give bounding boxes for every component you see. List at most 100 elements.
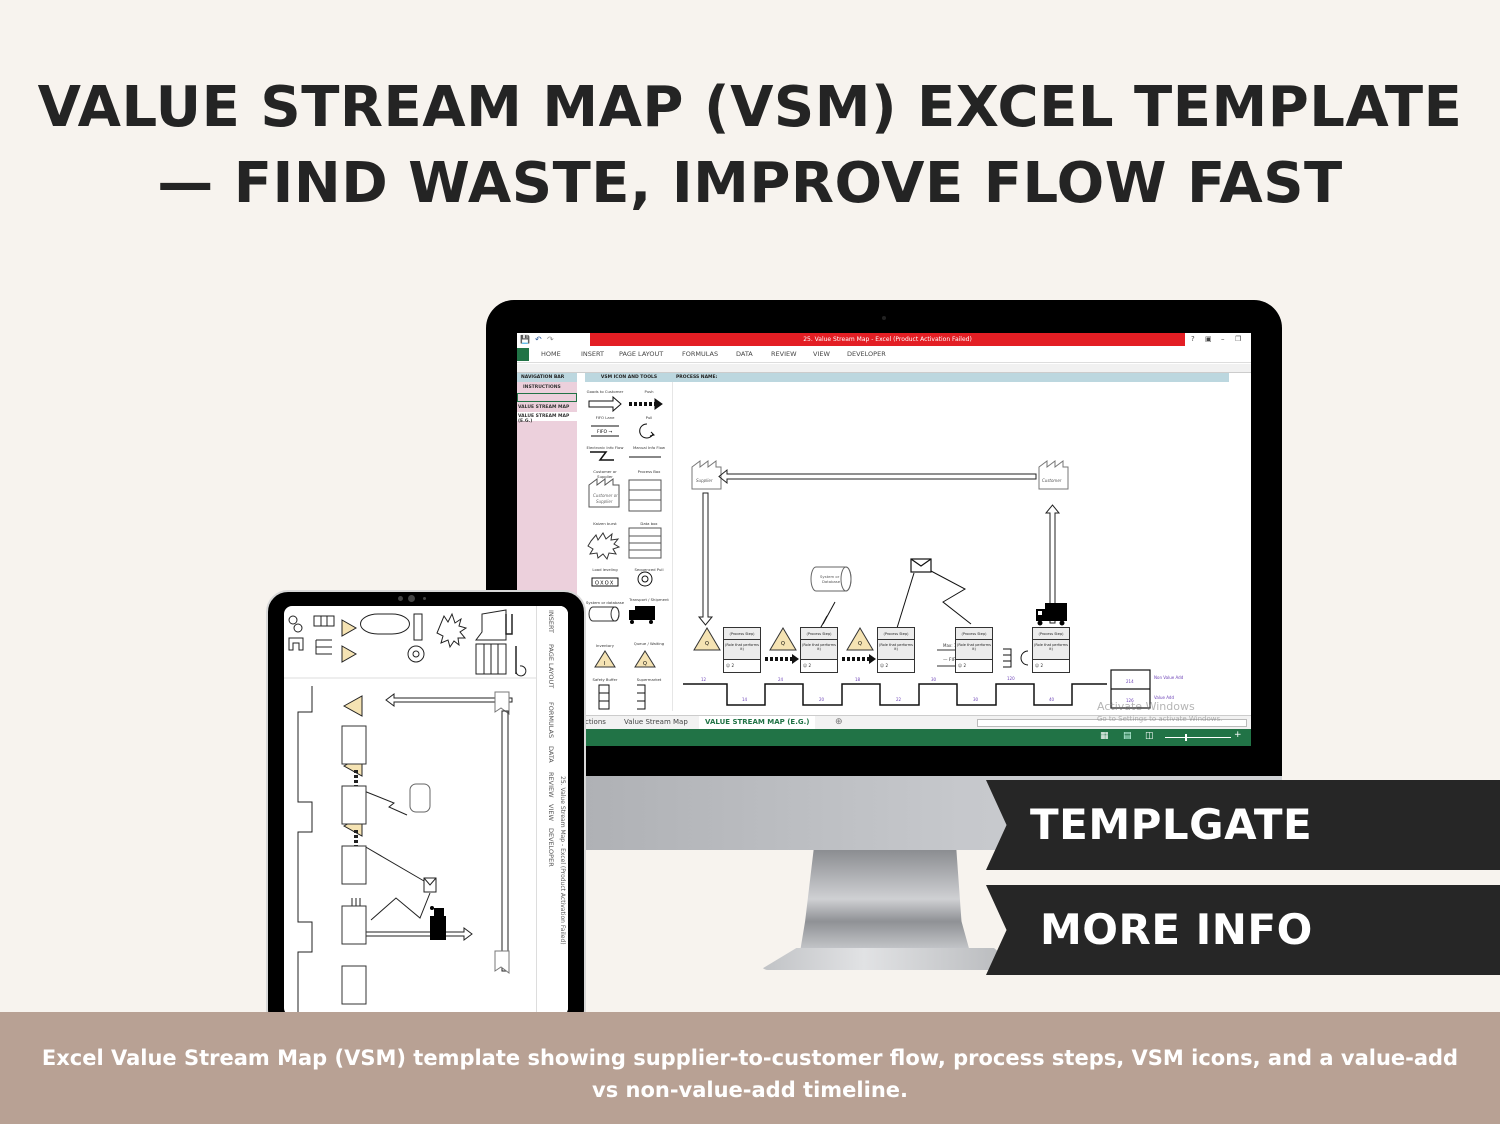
zoom-slider[interactable]	[1165, 737, 1231, 738]
tablet-tab-formulas[interactable]: FORMULAS	[547, 702, 555, 739]
add-sheet-icon[interactable]: ⊕	[835, 717, 843, 727]
tool-label: Safety Buffer	[592, 677, 618, 682]
tool-label: Goods to Customer	[586, 389, 624, 394]
tab-data[interactable]: DATA	[736, 350, 753, 358]
window-title: 25. Value Stream Map - Excel (Product Ac…	[590, 333, 1185, 346]
tool-label: Transport / Shipment	[629, 597, 669, 602]
brand-name: TEMPLGATE	[1030, 800, 1313, 849]
shipment-arrow-to-supplier	[718, 468, 1037, 485]
load-leveling-icon	[591, 577, 619, 587]
monitor-camera	[882, 316, 886, 320]
maximize-icon[interactable]: ❐	[1235, 335, 1242, 343]
fifo-lane-text: — FIFO →	[943, 657, 964, 663]
svg-text:Database: Database	[822, 579, 841, 584]
sheet-tab-value-stream-map[interactable]: Value Stream Map	[624, 718, 688, 726]
tablet-tab-page-layout[interactable]: PAGE LAYOUT	[547, 644, 555, 689]
process-box[interactable]: (Process Step) (Role that performs it) ☺…	[877, 627, 915, 673]
tablet-camera	[398, 596, 403, 601]
nav-item-value-stream-map-eg[interactable]: VALUE STREAM MAP (E.G.)	[517, 412, 577, 424]
tool-label: Load leveling	[592, 567, 618, 572]
tab-formulas[interactable]: FORMULAS	[682, 350, 719, 358]
svg-text:30: 30	[931, 677, 937, 682]
tools-header: VSM ICON AND TOOLS	[585, 373, 673, 382]
status-bar: ▦ ▤ ◫ +	[517, 729, 1251, 746]
tab-developer[interactable]: DEVELOPER	[847, 350, 886, 358]
redo-icon[interactable]: ↷	[547, 335, 554, 344]
svg-text:System or: System or	[820, 574, 840, 579]
svg-text:12: 12	[701, 677, 707, 682]
fifo-max-label: Max: 10	[943, 643, 959, 648]
push-arrow-icon	[765, 654, 799, 664]
page-break-view-icon[interactable]: ◫	[1145, 731, 1154, 741]
push-arrow-icon	[588, 395, 622, 413]
headline-line-1: VALUE STREAM MAP (VSM) EXCEL TEMPLATE	[37, 75, 1463, 140]
tablet-tab-insert[interactable]: INSERT	[547, 610, 555, 634]
nav-item-instructions[interactable]: INSTRUCTIONS	[523, 385, 561, 390]
svg-text:22: 22	[896, 697, 902, 702]
tab-view[interactable]: VIEW	[813, 350, 830, 358]
process-box[interactable]: (Process Step) (Role that performs it) ☺…	[723, 627, 761, 673]
tablet-tab-review[interactable]: REVIEW	[547, 772, 555, 798]
save-icon[interactable]: 💾	[520, 335, 530, 344]
non-value-add-total: 214	[1126, 679, 1134, 684]
value-stream-timeline	[683, 683, 1107, 706]
customer-label: Customer	[1042, 478, 1062, 483]
fifo-lane-icon	[591, 425, 619, 437]
process-box[interactable]: (Process Step) (Role that performs it) ☺…	[1032, 627, 1070, 673]
brand-banner[interactable]: TEMPLGATE	[986, 780, 1500, 870]
fifo-icon-text: FIFO →	[597, 429, 612, 435]
horizontal-scrollbar[interactable]	[977, 719, 1247, 727]
queue-letter: Q	[858, 641, 862, 647]
mail-envelope-icon	[910, 558, 932, 573]
undo-icon[interactable]: ↶	[535, 335, 542, 344]
ribbon-display-icon[interactable]: ▣	[1205, 335, 1212, 343]
nav-item-value-stream-map[interactable]: VALUE STREAM MAP	[518, 405, 570, 410]
zoom-in-icon[interactable]: +	[1234, 730, 1242, 740]
tablet-screen: INSERT PAGE LAYOUT FORMULAS DATA REVIEW …	[284, 606, 568, 1016]
supplier-label: Supplier	[696, 478, 713, 483]
tablet-camera	[408, 595, 415, 602]
tab-home[interactable]: HOME	[541, 350, 561, 358]
load-leveling-text: OXOX	[595, 581, 615, 587]
normal-view-icon[interactable]: ▦	[1100, 731, 1109, 741]
headline-line-2: — FIND WASTE, IMPROVE FLOW FAST	[157, 151, 1343, 216]
value-add-label: Value Add	[1154, 695, 1174, 700]
tool-label: Data box	[640, 521, 658, 526]
zoom-slider-thumb[interactable]	[1185, 734, 1187, 741]
minimize-icon[interactable]: –	[1221, 335, 1225, 343]
shipment-arrow-down	[697, 492, 714, 626]
tablet-tab-developer[interactable]: DEVELOPER	[547, 828, 555, 867]
manual-info-line	[896, 572, 915, 629]
process-box[interactable]: (Process Step) (Role that performs it) ☺…	[800, 627, 838, 673]
file-tab[interactable]	[517, 348, 529, 361]
tab-page-layout[interactable]: PAGE LAYOUT	[619, 350, 664, 358]
excel-title-bar: 💾 ↶ ↷ 25. Value Stream Map - Excel (Prod…	[517, 333, 1251, 346]
tool-label: Kaizen burst	[593, 521, 617, 526]
tool-label: Manual Info Flow	[632, 445, 666, 450]
inventory-triangle-icon	[594, 650, 616, 668]
tool-label: Pull	[645, 415, 653, 420]
more-info-button[interactable]: MORE INFO	[986, 885, 1500, 975]
sheet-tab-instructions[interactable]: ctions	[585, 718, 606, 726]
tool-label: Push	[644, 389, 654, 394]
database-icon	[588, 606, 620, 622]
process-box[interactable]: (Process Step) (Role that performs it) ☺…	[955, 627, 993, 673]
tablet-window-title: 25. Value Stream Map - Excel (Product Ac…	[559, 776, 566, 945]
page-headline: VALUE STREAM MAP (VSM) EXCEL TEMPLATE — …	[0, 70, 1500, 222]
pull-circle-icon	[639, 423, 654, 439]
queue-triangle-icon	[769, 627, 797, 651]
help-icon[interactable]: ?	[1191, 335, 1195, 343]
page-layout-view-icon[interactable]: ▤	[1123, 731, 1132, 741]
process-name-header: PROCESS NAME:	[673, 373, 1229, 382]
tool-label: Queue / Waiting	[633, 641, 665, 646]
tablet-truck-icon	[430, 906, 446, 940]
nav-item-selected-cell[interactable]	[517, 393, 577, 402]
kaizen-burst-icon	[587, 532, 621, 561]
tablet-tab-data[interactable]: DATA	[547, 746, 555, 763]
process-box-icon	[628, 479, 662, 512]
tab-review[interactable]: REVIEW	[771, 350, 797, 358]
sheet-tabs: ctions Value Stream Map VALUE STREAM MAP…	[517, 715, 1251, 731]
tab-insert[interactable]: INSERT	[581, 350, 605, 358]
tablet-tab-view[interactable]: VIEW	[547, 804, 555, 821]
more-info-label: MORE INFO	[1040, 905, 1313, 954]
